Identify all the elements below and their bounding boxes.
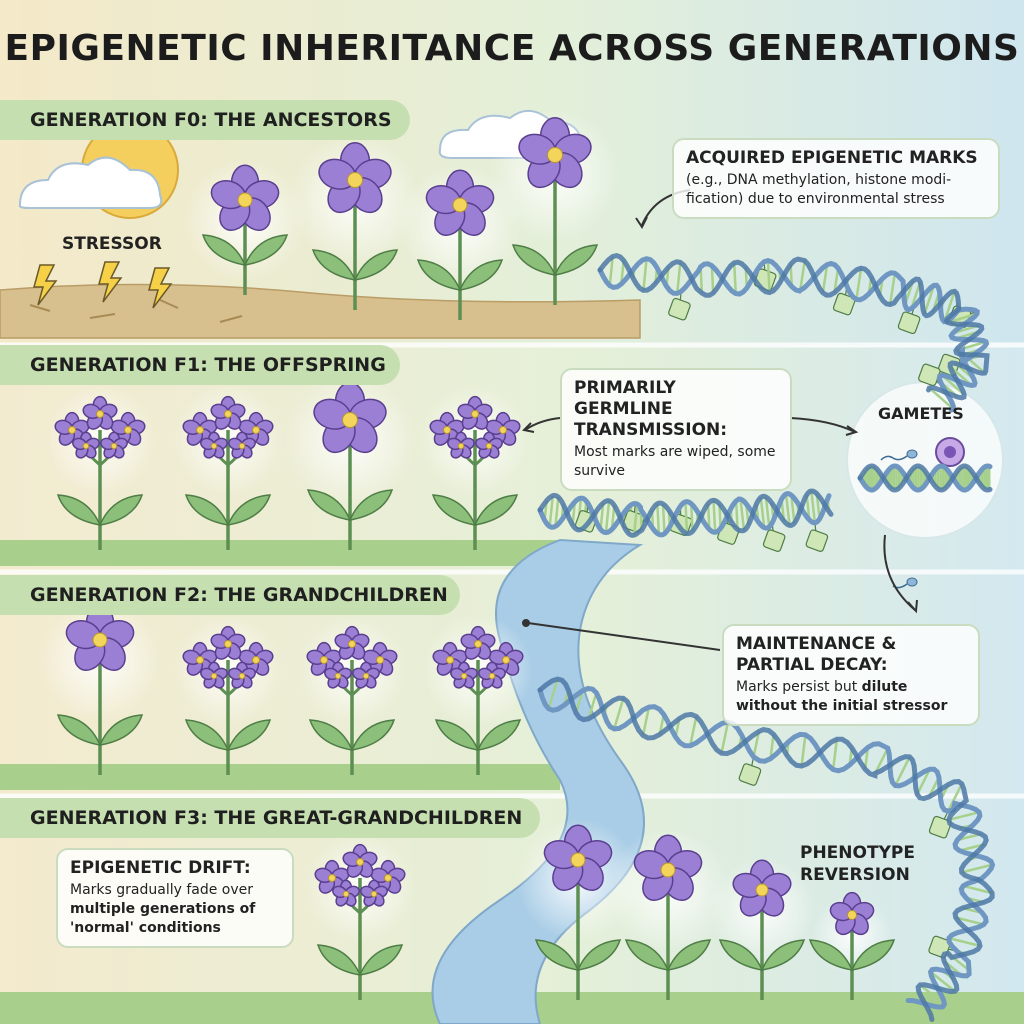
gen-label-f1: GENERATION F1: THE OFFSPRING xyxy=(0,345,400,385)
grass-strip-f2 xyxy=(0,764,560,790)
pointer-line xyxy=(527,622,721,651)
callout-germline: PRIMARILY GERMLINE TRANSMISSION: Most ma… xyxy=(560,368,792,491)
callout-acquired-marks: ACQUIRED EPIGENETIC MARKS (e.g., DNA met… xyxy=(672,138,1000,219)
flower-icon xyxy=(38,598,162,775)
flower-icon xyxy=(284,374,416,550)
arrow-to-f1 xyxy=(524,417,561,431)
callout-body-emphasis: dilute without the initial stressor xyxy=(736,679,948,714)
gen-label-f0: GENERATION F0: THE ANCESTORS xyxy=(0,100,410,140)
flower-cluster-icon xyxy=(423,615,533,775)
page-title: EPIGENETIC INHERITANCE ACROSS GENERATION… xyxy=(4,28,1020,69)
ground-cracks xyxy=(29,299,243,323)
callout-heading: PRIMARILY GERMLINE TRANSMISSION: xyxy=(574,378,728,440)
flower-cluster-icon xyxy=(173,385,283,550)
gen-label-f3: GENERATION F3: THE GREAT-GRANDCHILDREN xyxy=(0,798,540,838)
lightning-icon xyxy=(148,267,173,309)
lightning-icons xyxy=(33,261,173,309)
gen-label-f2: GENERATION F2: THE GRANDCHILDREN xyxy=(0,575,460,615)
callout-body: Most marks are wiped, some survive xyxy=(574,444,776,479)
sperm-icon xyxy=(892,577,918,589)
flower-icon xyxy=(808,891,896,1000)
grass-strip-f1 xyxy=(0,540,560,566)
callout-maintenance: MAINTENANCE & PARTIAL DECAY: Marks persi… xyxy=(722,624,980,726)
stressor-label: STRESSOR xyxy=(62,234,162,254)
callout-heading: MAINTENANCE & PARTIAL DECAY: xyxy=(736,634,897,675)
arrow-head xyxy=(907,599,918,614)
flower-icon xyxy=(709,857,815,1000)
flower-cluster-icon xyxy=(420,385,530,550)
flower-icon xyxy=(398,163,522,320)
arrow-head xyxy=(521,422,535,433)
callout-body-emphasis: multiple generations of 'normal' conditi… xyxy=(70,901,256,936)
arrow-to-gametes xyxy=(789,417,856,433)
flower-icon xyxy=(489,109,621,305)
dna-helix-icon xyxy=(597,252,990,413)
callout-body-text: Marks persist but xyxy=(736,679,862,695)
callout-body: Marks gradually fade over multiple gener… xyxy=(70,881,280,938)
flower-icon xyxy=(516,818,640,1000)
dna-helix-layer xyxy=(537,252,996,1022)
arrows xyxy=(521,189,918,651)
arrow-head xyxy=(635,216,648,229)
callout-body-text: Marks gradually fade over xyxy=(70,882,254,898)
gametes-label: GAMETES xyxy=(878,404,964,423)
flower-icon xyxy=(183,158,307,295)
lightning-icon xyxy=(98,261,123,303)
dna-helix-icon xyxy=(537,488,834,552)
flower-icon xyxy=(289,134,421,310)
flower-cluster-icon xyxy=(173,615,283,775)
callout-body: (e.g., DNA methylation, histone modi-fic… xyxy=(686,172,952,207)
flower-cluster-icon xyxy=(45,385,155,550)
cloud-icon xyxy=(18,156,163,209)
flower-cluster-icon xyxy=(305,833,415,1000)
arrow-head xyxy=(845,425,859,436)
dna-helix-icon xyxy=(537,676,996,1022)
flower-layer xyxy=(38,109,896,1000)
lightning-icon xyxy=(33,264,58,306)
callout-heading: ACQUIRED EPIGENETIC MARKS xyxy=(686,148,978,168)
phenotype-reversion-label: PHENOTYPE REVERSION xyxy=(800,843,915,885)
flower-icon xyxy=(606,828,730,1000)
callout-body: Marks persist but dilute without the ini… xyxy=(736,678,966,716)
callout-heading: EPIGENETIC DRIFT: xyxy=(70,858,251,878)
callout-drift: EPIGENETIC DRIFT: Marks gradually fade o… xyxy=(56,848,294,948)
dna-helix-icon xyxy=(857,463,993,493)
flower-cluster-icon xyxy=(297,615,407,775)
sperm-icon xyxy=(880,449,918,461)
